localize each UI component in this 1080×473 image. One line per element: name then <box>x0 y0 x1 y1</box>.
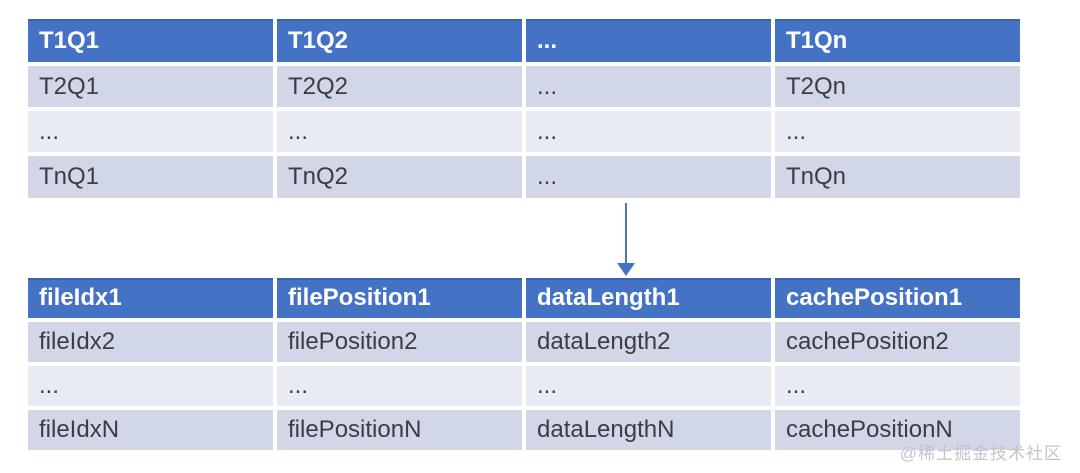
table-cell: ... <box>526 366 771 406</box>
table-cell: ... <box>277 111 522 152</box>
table-header-cell: dataLength1 <box>526 278 771 318</box>
watermark: @稀土掘金技术社区 <box>899 444 1062 463</box>
table-cell: dataLength2 <box>526 322 771 362</box>
table-cell: ... <box>775 366 1020 406</box>
table-cell: T2Q1 <box>28 66 273 107</box>
table-header-cell: filePosition1 <box>277 278 522 318</box>
table-cell: TnQ2 <box>277 156 522 198</box>
table-header-cell: ... <box>526 19 771 62</box>
table-cell: ... <box>526 111 771 152</box>
table-cell: TnQn <box>775 156 1020 198</box>
cache-index-table: fileIdx1 filePosition1 dataLength1 cache… <box>28 278 1020 450</box>
table-cell: filePosition2 <box>277 322 522 362</box>
table-cell: ... <box>775 111 1020 152</box>
table-header-cell: T1Q2 <box>277 19 522 62</box>
table-cell: ... <box>526 66 771 107</box>
table-cell: ... <box>28 366 273 406</box>
table-cell: fileIdxN <box>28 410 273 450</box>
table-header-cell: cachePosition1 <box>775 278 1020 318</box>
table-cell: T2Q2 <box>277 66 522 107</box>
table-cell: filePositionN <box>277 410 522 450</box>
query-table: T1Q1 T1Q2 ... T1Qn T2Q1 T2Q2 ... T2Qn ..… <box>28 19 1020 198</box>
table-header-cell: fileIdx1 <box>28 278 273 318</box>
table-header-cell: T1Qn <box>775 19 1020 62</box>
table-cell: TnQ1 <box>28 156 273 198</box>
down-arrow-head <box>617 263 635 276</box>
table-cell: ... <box>277 366 522 406</box>
table-cell: ... <box>28 111 273 152</box>
table-header-cell: T1Q1 <box>28 19 273 62</box>
table-cell: fileIdx2 <box>28 322 273 362</box>
table-cell: T2Qn <box>775 66 1020 107</box>
table-cell: ... <box>526 156 771 198</box>
table-cell: dataLengthN <box>526 410 771 450</box>
table-cell: cachePositionN <box>775 410 1020 450</box>
down-arrow-line <box>625 203 627 265</box>
table-cell: cachePosition2 <box>775 322 1020 362</box>
